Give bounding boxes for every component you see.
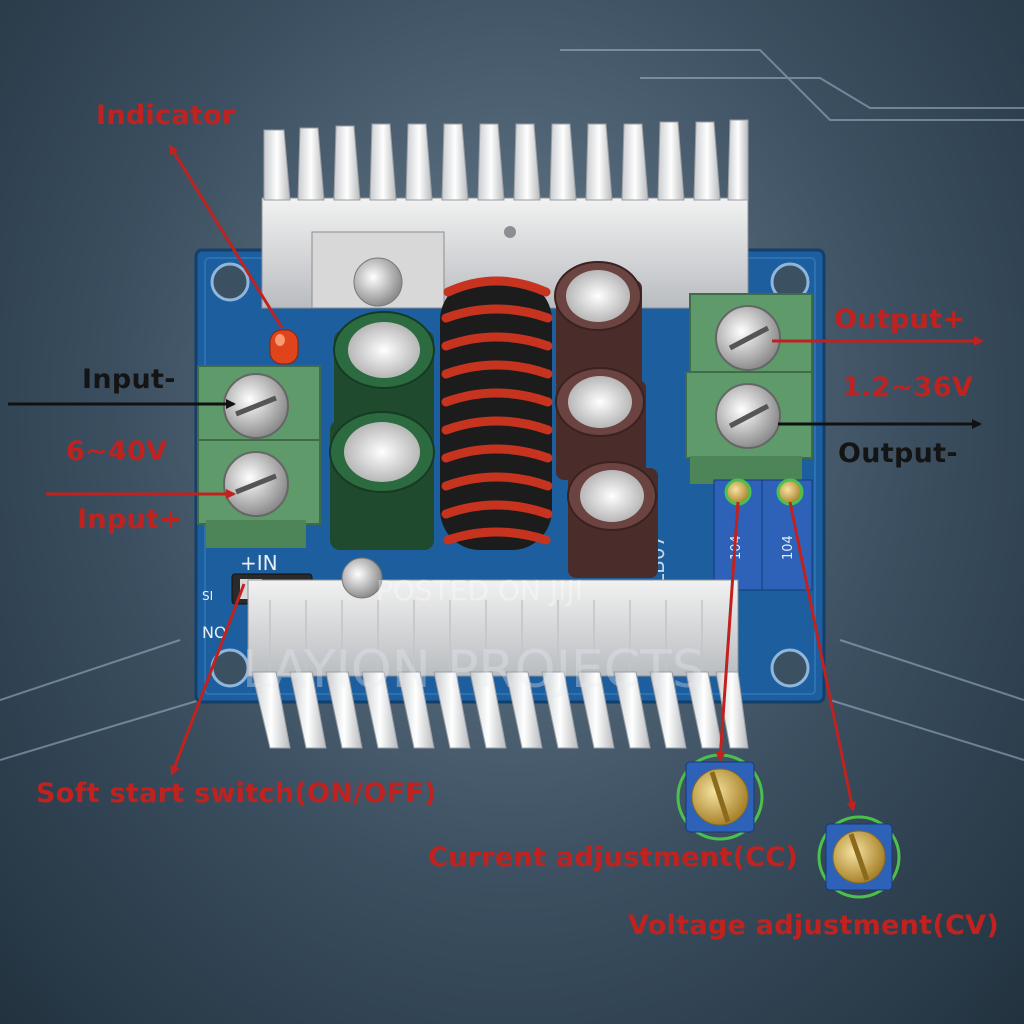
svg-text:104: 104 [729,535,744,560]
svg-text:104: 104 [781,535,796,560]
arrow-voltage-adj [788,501,857,812]
label-input-minus: Input- [82,364,176,395]
label-voltage-adj: Voltage adjustment(CV) [628,910,999,941]
arrow-current-adj [715,501,740,762]
label-indicator: Indicator [96,100,236,131]
annotation-arrows [8,144,984,812]
label-output-minus: Output- [838,438,958,469]
label-soft-start: Soft start switch(ON/OFF) [36,778,437,809]
label-output-voltage: 1.2~36V [842,372,974,403]
label-output-plus: Output+ [834,304,966,335]
watermark-brand: LAYION PROJECTS [242,640,705,700]
indicator-led [269,329,299,365]
label-current-adj: Current adjustment(CC) [428,842,798,873]
bottom-heatsink [247,557,749,749]
capacitors [329,261,658,578]
label-input-plus: Input+ [77,504,183,535]
svg-text:+IN: +IN [240,551,278,575]
watermark-posted: POSTED ON JIJI [376,574,583,607]
output-terminal-block [685,293,813,484]
svg-text:NO: NO [202,623,227,642]
arrow-indicator [168,144,284,329]
label-input-voltage: 6~40V [66,436,168,467]
svg-text:SI: SI [202,589,213,603]
input-terminal-block [197,365,321,548]
current-pot-zoom [676,753,764,841]
inductor [440,276,553,550]
background-lines [0,49,1024,761]
voltage-pot-zoom [817,815,901,899]
arrow-soft-start [170,583,246,776]
